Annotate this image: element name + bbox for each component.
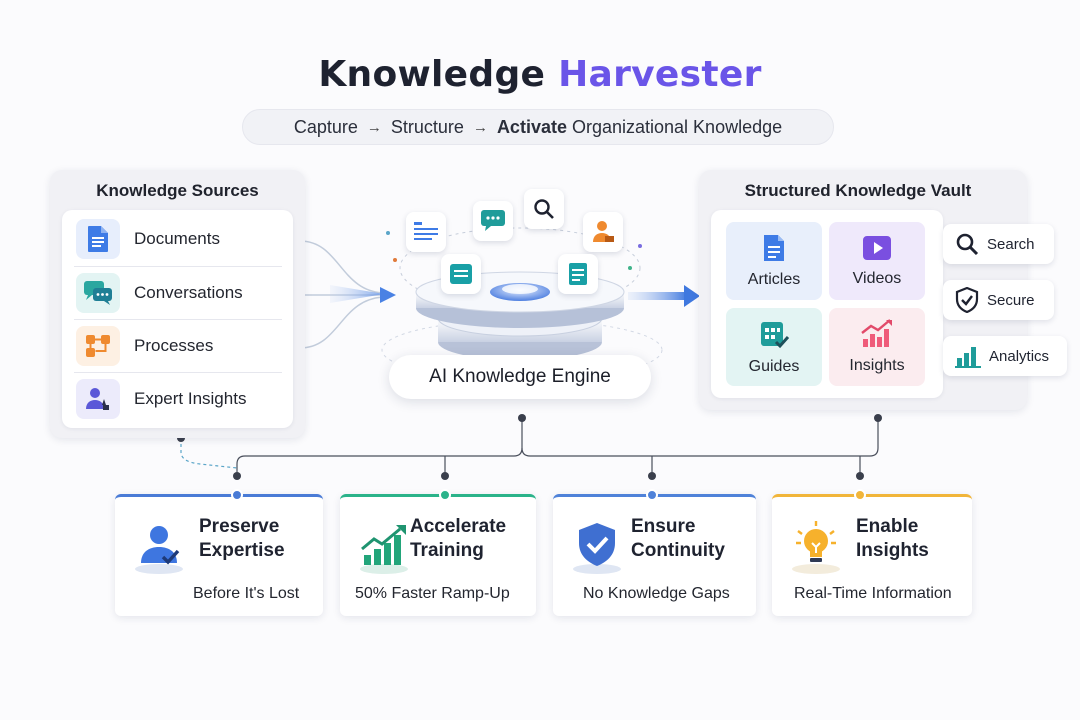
title-part2: Harvester — [558, 54, 762, 95]
subtitle-rest: Organizational Knowledge — [571, 116, 783, 137]
tile-guides[interactable]: Guides — [726, 308, 822, 386]
flow-icon — [76, 325, 120, 366]
benefit-card-preserve-expertise[interactable]: Preserve Expertise Before It's Lost — [115, 494, 323, 616]
benefit-subtext: No Knowledge Gaps — [583, 585, 730, 602]
tree-dot — [518, 414, 526, 422]
benefit-subtext: Before It's Lost — [193, 585, 300, 602]
source-label: Conversations — [134, 282, 243, 302]
vault-grid: Articles Videos Guides Insights — [711, 210, 943, 398]
source-item-expert-insights[interactable]: Expert Insights — [74, 372, 282, 424]
tree-dot — [856, 472, 864, 480]
tile-videos[interactable]: Videos — [829, 222, 925, 300]
source-label: Expert Insights — [134, 388, 247, 408]
tile-label: Guides — [748, 358, 800, 375]
benefit-card-ensure-continuity[interactable]: Ensure Continuity No Knowledge Gaps — [553, 494, 756, 616]
chip-secure[interactable]: Secure — [943, 280, 1054, 320]
benefit-heading-line1: Enable — [856, 516, 919, 537]
benefit-heading-line1: Ensure — [631, 516, 696, 537]
tree-dot — [648, 472, 656, 480]
connector-dot — [231, 489, 243, 501]
chip-label: Analytics — [989, 347, 1050, 365]
benefit-heading-line2: Expertise — [199, 540, 285, 561]
lightbulb-icon — [792, 521, 840, 574]
benefit-heading-line2: Insights — [856, 540, 929, 561]
article-icon — [441, 254, 481, 294]
tile-label: Videos — [852, 270, 902, 287]
tree-dot — [177, 434, 185, 442]
arrow-icon: → — [366, 118, 382, 136]
sources-title: Knowledge Sources — [96, 181, 259, 200]
benefit-heading-line2: Continuity — [631, 540, 725, 561]
ai-engine-label[interactable]: AI Knowledge Engine — [389, 355, 651, 399]
subtitle-pill: Capture → Structure → Activate Organizat… — [242, 109, 834, 145]
benefit-subtext: Real-Time Information — [794, 585, 952, 602]
tree-dot — [233, 472, 241, 480]
insights-chart-icon — [861, 319, 892, 347]
expert-icon — [583, 212, 623, 252]
video-icon — [863, 236, 891, 260]
tile-label: Articles — [747, 271, 801, 288]
benefit-subtext: 50% Faster Ramp-Up — [355, 585, 510, 602]
subtitle-step-capture: Capture — [293, 116, 358, 137]
tree-dot — [874, 414, 882, 422]
tile-label: Insights — [849, 357, 905, 374]
document-icon — [406, 212, 446, 252]
source-item-processes[interactable]: Processes — [74, 319, 282, 371]
tile-articles[interactable]: Articles — [726, 222, 822, 300]
person-check-icon — [135, 526, 183, 574]
search-icon — [524, 189, 564, 229]
chip-search[interactable]: Search — [943, 224, 1054, 264]
document-icon — [76, 219, 120, 259]
arrow-icon: → — [472, 118, 488, 136]
tree-dot — [441, 472, 449, 480]
benefit-heading-line1: Accelerate — [410, 516, 507, 537]
bar-chart-icon — [955, 347, 981, 368]
knowledge-sources-panel: Knowledge Sources Documents Conversation… — [50, 170, 305, 438]
chat-icon — [76, 272, 120, 313]
connector-dot — [439, 489, 451, 501]
growth-chart-icon — [360, 525, 408, 574]
article-icon — [764, 235, 784, 261]
source-item-documents[interactable]: Documents — [74, 213, 282, 265]
tile-insights[interactable]: Insights — [829, 308, 925, 386]
chip-analytics[interactable]: Analytics — [943, 336, 1067, 376]
benefit-heading-line1: Preserve — [199, 516, 280, 537]
subtitle-step-structure: Structure — [390, 116, 464, 137]
benefit-card-enable-insights[interactable]: Enable Insights Real-Time Information — [772, 494, 972, 616]
chat-icon — [473, 201, 513, 241]
benefit-card-accelerate-training[interactable]: Accelerate Training 50% Faster Ramp-Up — [340, 494, 536, 616]
page-title: Knowledge Harvester — [0, 54, 1080, 95]
connector-dot — [854, 489, 866, 501]
benefit-heading-line2: Training — [410, 540, 484, 561]
subtitle-step-activate: Activate — [496, 116, 567, 137]
document-icon — [558, 254, 598, 294]
chip-label: Secure — [987, 291, 1035, 309]
source-item-conversations[interactable]: Conversations — [74, 266, 282, 318]
title-part1: Knowledge — [318, 54, 546, 95]
source-label: Processes — [134, 335, 214, 355]
chip-label: Search — [987, 235, 1035, 253]
shield-icon — [955, 287, 979, 313]
connector-dot — [646, 489, 658, 501]
source-label: Documents — [134, 229, 220, 248]
guide-icon — [761, 322, 790, 349]
shield-check-icon — [573, 523, 621, 574]
expert-icon — [76, 378, 120, 419]
sources-list: Documents Conversations Processes Expert… — [62, 210, 293, 428]
search-icon — [956, 233, 979, 256]
vault-title: Structured Knowledge Vault — [744, 181, 972, 200]
